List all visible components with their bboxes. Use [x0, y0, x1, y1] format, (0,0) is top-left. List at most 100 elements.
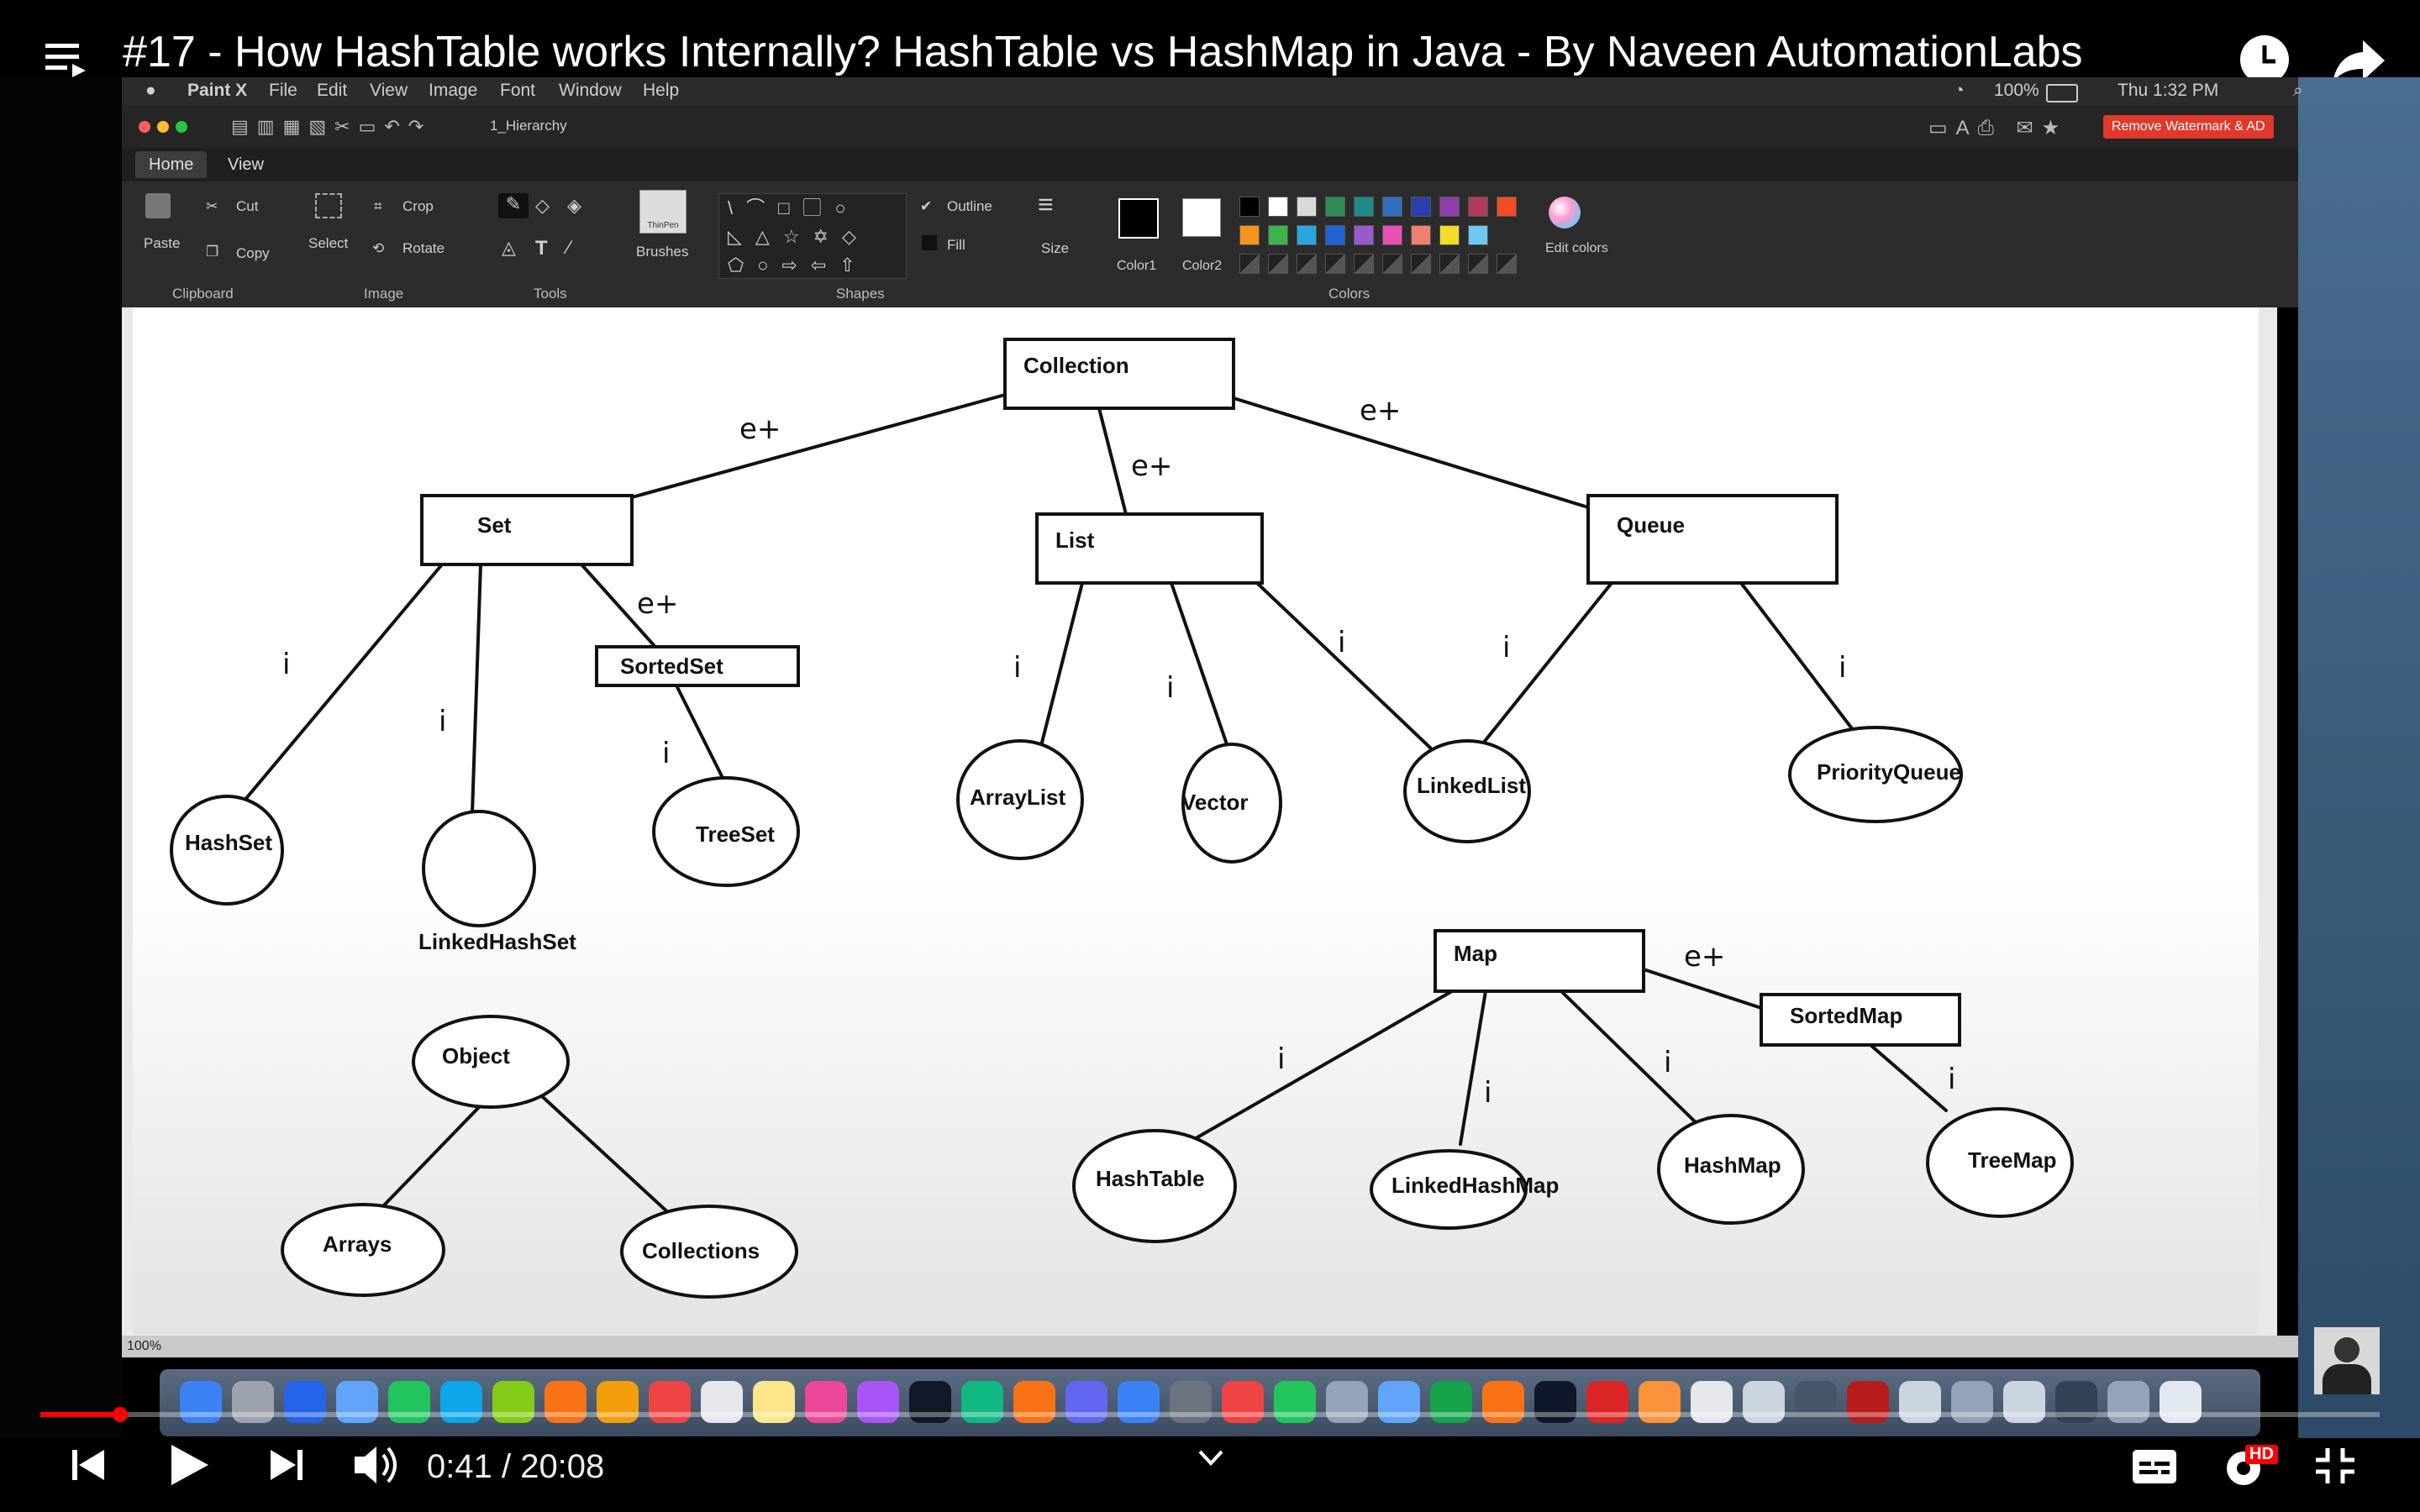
palette-empty-swatch[interactable]: [1497, 254, 1517, 274]
previous-icon[interactable]: [71, 1446, 108, 1483]
palette-empty-swatch[interactable]: [1439, 254, 1460, 274]
dock-app-icon[interactable]: [1795, 1381, 1837, 1423]
color2-label[interactable]: Color2: [1182, 259, 1223, 273]
share-icon[interactable]: [2331, 37, 2386, 84]
crop-icon[interactable]: ⌗: [374, 198, 382, 214]
drawing-canvas[interactable]: Collection Set List Queue SortedSet Hash…: [133, 307, 2259, 1334]
palette-swatch[interactable]: [1497, 197, 1517, 217]
color1-swatch[interactable]: [1118, 198, 1159, 239]
palette-swatch[interactable]: [1468, 197, 1488, 217]
dock-app-icon[interactable]: [2107, 1381, 2149, 1423]
copy-button[interactable]: Copy: [236, 245, 270, 261]
menu-view[interactable]: View: [370, 81, 408, 100]
dock-app-icon[interactable]: [1013, 1381, 1055, 1423]
dock-app-icon[interactable]: [1586, 1381, 1628, 1423]
dock-app-icon[interactable]: [1639, 1381, 1681, 1423]
dock-app-icon[interactable]: [961, 1381, 1003, 1423]
palette-swatch[interactable]: [1439, 197, 1460, 217]
palette-swatch[interactable]: [1268, 197, 1288, 217]
titlebar-right-icons[interactable]: ▭A⎙ ✉★: [1928, 117, 2069, 139]
next-icon[interactable]: [267, 1446, 304, 1483]
dock-app-icon[interactable]: [1951, 1381, 1993, 1423]
dock-app-icon[interactable]: [1899, 1381, 1941, 1423]
palette-empty-swatch[interactable]: [1411, 254, 1431, 274]
palette-swatch[interactable]: [1439, 225, 1460, 245]
select-icon[interactable]: [315, 193, 342, 218]
video-title[interactable]: #17 - How HashTable works Internally? Ha…: [123, 28, 2083, 76]
dock-app-icon[interactable]: [1118, 1381, 1160, 1423]
copy-icon[interactable]: ❐: [206, 244, 219, 260]
dock-apps[interactable]: [168, 1378, 2252, 1428]
fill-tool-icon[interactable]: ◈: [567, 195, 581, 216]
brush-thumbnail[interactable]: ThinPen: [639, 190, 687, 234]
dock-app-icon[interactable]: [2160, 1381, 2202, 1423]
wifi-icon[interactable]: ◔: [1954, 81, 1965, 100]
dock-app-icon[interactable]: [1065, 1381, 1107, 1423]
palette-swatch[interactable]: [1411, 197, 1431, 217]
dock-app-icon[interactable]: [1534, 1381, 1576, 1423]
dock-app-icon[interactable]: [1691, 1381, 1733, 1423]
color-palette[interactable]: [1239, 197, 1525, 281]
dock-app-icon[interactable]: [388, 1381, 430, 1423]
palette-swatch[interactable]: [1382, 225, 1402, 245]
palette-empty-swatch[interactable]: [1297, 254, 1317, 274]
palette-swatch[interactable]: [1325, 225, 1345, 245]
select-button[interactable]: Select: [308, 235, 349, 251]
spotlight-icon[interactable]: ⌕: [2293, 81, 2303, 100]
palette-swatch[interactable]: [1354, 225, 1374, 245]
dock-app-icon[interactable]: [1847, 1381, 1889, 1423]
dock-app-icon[interactable]: [909, 1381, 951, 1423]
dock-app-icon[interactable]: [180, 1381, 222, 1423]
palette-swatch[interactable]: [1354, 197, 1374, 217]
shapes-gallery[interactable]: \⌒□▢○◺△☆✡◇⬠○⇨⇦⇧: [718, 193, 907, 279]
menu-image[interactable]: Image: [429, 81, 478, 100]
eraser-tool-icon[interactable]: ◇: [535, 195, 550, 216]
palette-swatch[interactable]: [1325, 197, 1345, 217]
chevron-down-icon[interactable]: [1197, 1448, 1225, 1468]
rotate-icon[interactable]: ⟲: [372, 240, 385, 256]
menu-file[interactable]: File: [269, 81, 297, 100]
color-picker-icon[interactable]: ⁄: [567, 237, 571, 258]
outline-toggle[interactable]: Outline: [947, 198, 992, 214]
edit-colors-icon[interactable]: [1549, 197, 1581, 228]
dock-app-icon[interactable]: [1743, 1381, 1785, 1423]
palette-swatch[interactable]: [1297, 225, 1317, 245]
color2-swatch[interactable]: [1182, 198, 1221, 237]
dock-app-icon[interactable]: [440, 1381, 482, 1423]
tab-home[interactable]: Home: [135, 151, 208, 178]
play-icon[interactable]: [168, 1443, 210, 1487]
fill-toggle[interactable]: Fill: [947, 237, 965, 253]
size-icon[interactable]: ≡: [1038, 189, 1054, 219]
close-window-button[interactable]: [139, 121, 150, 133]
paste-icon[interactable]: [145, 193, 171, 218]
quick-access-icons[interactable]: ▤▥▦▧✂▭↶↷: [231, 116, 433, 137]
dock-app-icon[interactable]: [544, 1381, 587, 1423]
palette-swatch[interactable]: [1239, 197, 1260, 217]
battery-percent[interactable]: 100%: [1994, 81, 2039, 100]
dock-app-icon[interactable]: [1430, 1381, 1472, 1423]
exit-fullscreen-icon[interactable]: [2314, 1446, 2356, 1485]
size-button[interactable]: Size: [1041, 240, 1070, 256]
dock-app-icon[interactable]: [1170, 1381, 1212, 1423]
dock-app-icon[interactable]: [805, 1381, 847, 1423]
palette-empty-swatch[interactable]: [1268, 254, 1288, 274]
outline-check-icon[interactable]: ✔: [920, 198, 933, 214]
menu-app-name[interactable]: Paint X: [187, 81, 248, 100]
dock-app-icon[interactable]: [284, 1381, 326, 1423]
bucket-tool-icon[interactable]: ◬: [502, 237, 516, 258]
palette-swatch[interactable]: [1297, 197, 1317, 217]
dock-app-icon[interactable]: [857, 1381, 899, 1423]
dock-app-icon[interactable]: [753, 1381, 795, 1423]
palette-empty-swatch[interactable]: [1468, 254, 1488, 274]
tab-view[interactable]: View: [228, 155, 264, 174]
watch-later-icon[interactable]: [2238, 34, 2291, 86]
remove-watermark-button[interactable]: Remove Watermark & AD: [2103, 115, 2274, 139]
captions-icon[interactable]: [2131, 1448, 2178, 1485]
zoom-window-button[interactable]: [176, 121, 187, 133]
menu-edit[interactable]: Edit: [317, 81, 348, 100]
palette-swatch[interactable]: [1268, 225, 1288, 245]
fill-check-icon[interactable]: [922, 235, 937, 250]
dock-app-icon[interactable]: [1482, 1381, 1524, 1423]
cut-icon[interactable]: ✂: [206, 198, 218, 214]
palette-swatch[interactable]: [1239, 225, 1260, 245]
